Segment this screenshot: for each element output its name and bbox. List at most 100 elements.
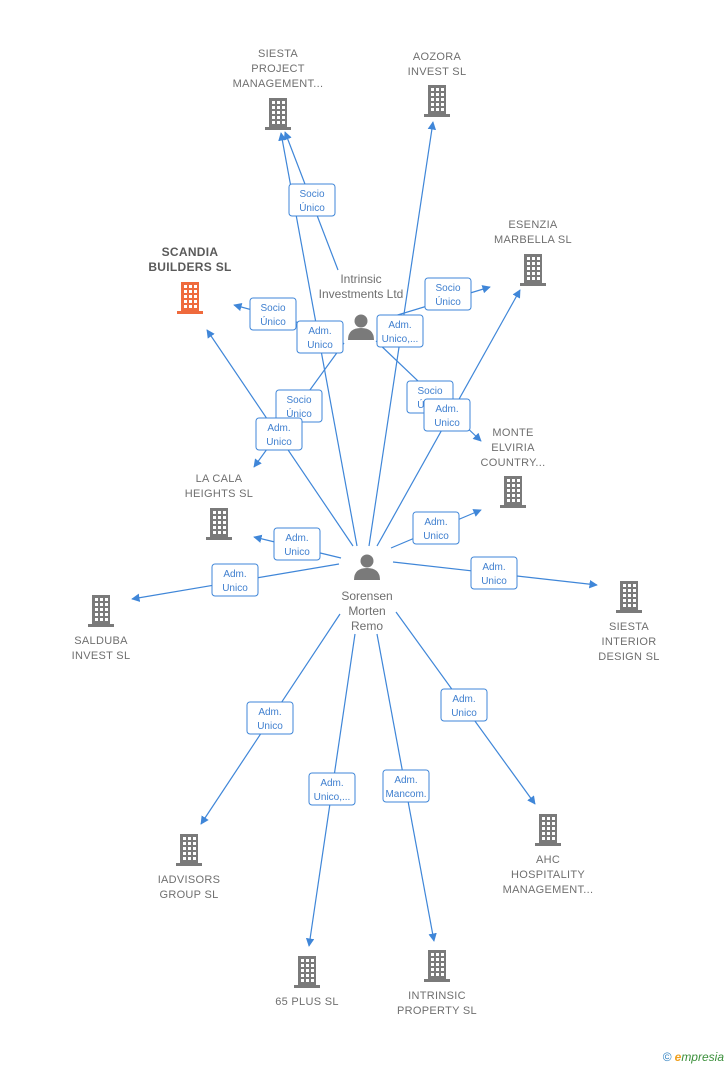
edge-label-line: Unico,...: [382, 334, 419, 345]
empresia-brand[interactable]: ©empresia: [663, 1050, 724, 1064]
edge-label-line: Adm.: [223, 569, 246, 580]
person-icon: [354, 554, 380, 580]
edge-label-sorensen-aozora[interactable]: Adm. Unico,...: [376, 314, 424, 348]
building-icon: [294, 956, 320, 988]
building-icon: [500, 476, 526, 508]
edge-label-line: Socio: [435, 283, 460, 294]
edge-label-line: Adm.: [424, 517, 447, 528]
edge-label-line: Único: [286, 407, 312, 420]
edge-label-line: Adm.: [435, 404, 458, 415]
edge-label-sorensen-siesta_id[interactable]: Adm. Unico: [470, 556, 518, 590]
building-icon: [206, 508, 232, 540]
edge-label-line: Unico: [423, 531, 449, 542]
company-name-line: 65 PLUS SL: [275, 996, 339, 1008]
building-icon: [177, 282, 203, 314]
edge-label-sorensen-monte[interactable]: Adm. Unico: [412, 511, 460, 545]
edge-label-line: Adm.: [388, 320, 411, 331]
copyright-icon: ©: [662, 1050, 672, 1064]
building-icon: [520, 254, 546, 286]
edge-label-line: Unico: [481, 576, 507, 587]
edge-label-line: Adm.: [394, 775, 417, 786]
edge-label-line: Unico: [451, 708, 477, 719]
company-node-siesta_pm[interactable]: SIESTA PROJECT MANAGEMENT...: [233, 48, 324, 130]
edge-label-line: Único: [435, 295, 461, 308]
building-icon: [616, 581, 642, 613]
company-name-line: AHC: [536, 854, 560, 866]
company-node-monte[interactable]: MONTE ELVIRIA COUNTRY...: [481, 427, 546, 508]
edge-label-line: Adm.: [258, 707, 281, 718]
company-name-line: PROJECT: [251, 63, 304, 75]
edge-label-sorensen-lacala[interactable]: Adm. Unico: [273, 527, 321, 561]
company-name-line: MANAGEMENT...: [233, 78, 324, 90]
building-icon: [424, 950, 450, 982]
company-name-line: DESIGN SL: [598, 651, 659, 663]
edge-label-sorensen-salduba[interactable]: Adm. Unico: [211, 563, 259, 597]
edge-label-line: Adm.: [267, 423, 290, 434]
edge-label-sorensen-siesta_pm[interactable]: Adm.Unico: [296, 320, 344, 354]
building-icon: [424, 85, 450, 117]
company-node-intrinsic_prop[interactable]: INTRINSIC PROPERTY SL: [397, 950, 477, 1017]
company-node-plus65[interactable]: 65 PLUS SL: [275, 956, 339, 1008]
company-name-line: MANAGEMENT...: [503, 884, 594, 896]
company-node-ahc[interactable]: AHC HOSPITALITY MANAGEMENT...: [503, 814, 594, 896]
building-icon: [265, 98, 291, 130]
edge-label-line: Único: [299, 201, 325, 214]
edge-label-sorensen-intrinsic_prop[interactable]: Adm.Mancom.: [382, 769, 430, 803]
edge-label-line: Adm.: [320, 778, 343, 789]
edge-labels-layer: SocioÚnicoSocioÚnicoSocioÚnicoSocioÚnico…: [211, 183, 518, 806]
company-name-line: INVEST SL: [72, 650, 131, 662]
brand-name: mpresia: [681, 1050, 724, 1064]
edge-label-sorensen-esenzia[interactable]: Adm. Unico: [423, 398, 471, 432]
edge-label-sorensen-plus65[interactable]: Adm. Unico,...: [308, 772, 356, 806]
company-name-line: PROPERTY SL: [397, 1005, 477, 1017]
edge-label-sorensen-scandia[interactable]: Adm. Unico: [255, 417, 303, 451]
person-name-line: Investments Ltd: [319, 287, 404, 301]
edge-label-line: Socio: [417, 386, 442, 397]
edge-label-line: Adm.: [308, 326, 331, 337]
person-name-line: Intrinsic: [340, 272, 381, 286]
company-name-line: INVEST SL: [408, 66, 467, 78]
edge-label-line: Unico: [284, 547, 310, 558]
company-name-line: HEIGHTS SL: [185, 488, 253, 500]
company-name-line: GROUP SL: [159, 889, 218, 901]
edge-label-line: Socio: [299, 189, 324, 200]
person-name-line: Sorensen: [341, 589, 392, 603]
company-name-line: COUNTRY...: [481, 457, 546, 469]
edge-label-line: Adm.: [285, 533, 308, 544]
company-name-line: ELVIRIA: [491, 442, 535, 454]
edge-label-line: Unico,...: [314, 792, 351, 803]
company-name-line: HOSPITALITY: [511, 869, 585, 881]
edge-label-line: Unico: [434, 418, 460, 429]
company-name-line: ESENZIA: [508, 219, 558, 231]
edge-label-sorensen-iadvisors[interactable]: Adm.Unico: [246, 701, 294, 735]
company-name-line: SIESTA: [258, 48, 298, 60]
edge-label-sorensen-ahc[interactable]: Adm. Unico: [440, 688, 488, 722]
company-name-line: INTERIOR: [602, 636, 657, 648]
edge-label-line: Adm.: [452, 694, 475, 705]
company-name-line: INTRINSIC: [408, 990, 466, 1002]
person-name-line: Remo: [351, 619, 383, 633]
person-name-line: Morten: [348, 604, 385, 618]
edge-label-line: Unico: [266, 437, 292, 448]
edge-label-line: Socio: [286, 395, 311, 406]
person-icon: [348, 314, 374, 340]
edge-label-line: Adm.: [482, 562, 505, 573]
company-name-line: MONTE: [492, 427, 533, 439]
edge-label-line: Unico: [222, 583, 248, 594]
brand-initial: e: [674, 1050, 682, 1064]
